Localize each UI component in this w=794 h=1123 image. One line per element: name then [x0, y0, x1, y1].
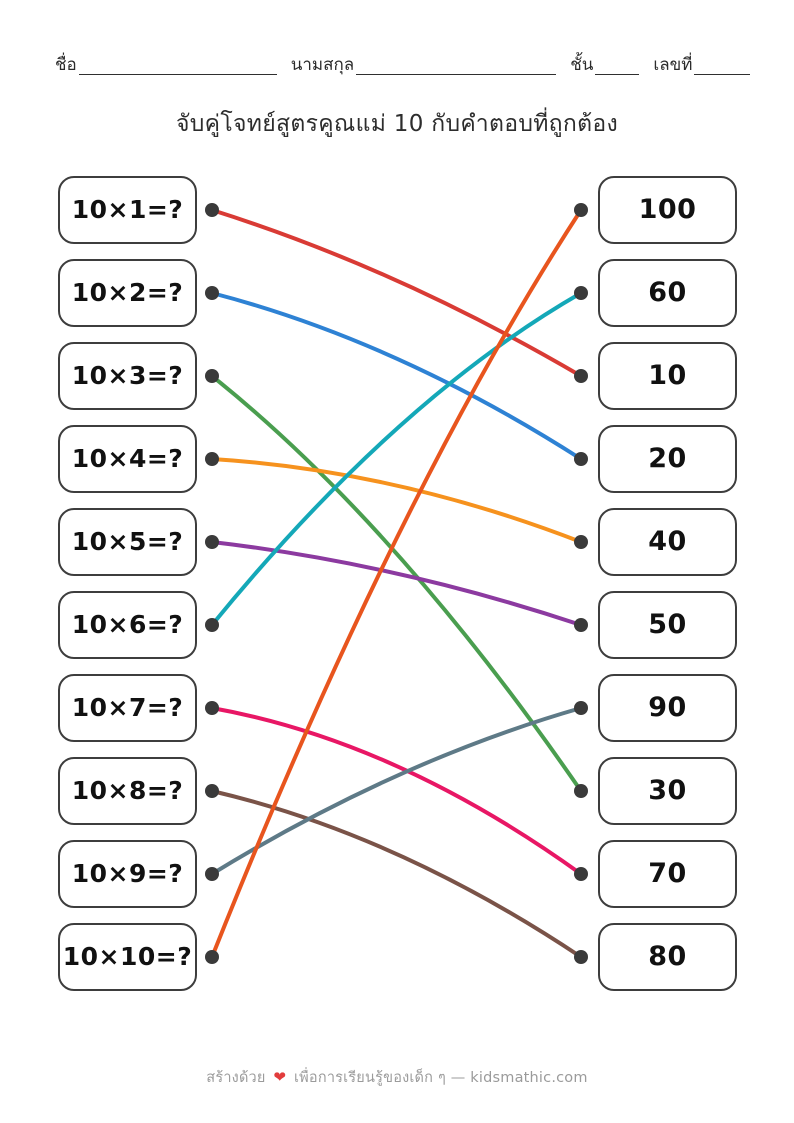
connector-dot-left	[205, 950, 219, 964]
connection-line	[210, 540, 583, 627]
problem-label: 10×7=?	[71, 692, 184, 722]
answer-label: 50	[648, 608, 687, 640]
connector-dot-right	[574, 535, 588, 549]
connection-line	[210, 789, 583, 959]
connector-dot-left	[205, 784, 219, 798]
connection-line	[210, 208, 583, 959]
problem-box: 10×10=?	[58, 923, 197, 991]
connection-line	[210, 291, 583, 627]
answer-box: 70	[598, 840, 737, 908]
answer-box: 30	[598, 757, 737, 825]
problem-label: 10×3=?	[71, 360, 184, 390]
connection-line	[210, 374, 583, 793]
problem-box: 10×2=?	[58, 259, 197, 327]
connection-line	[210, 706, 583, 876]
problem-box: 10×8=?	[58, 757, 197, 825]
problem-box: 10×6=?	[58, 591, 197, 659]
answer-label: 90	[648, 691, 687, 723]
connection-line	[210, 208, 583, 378]
connector-dot-right	[574, 784, 588, 798]
connector-dot-left	[205, 867, 219, 881]
problem-box: 10×5=?	[58, 508, 197, 576]
answer-label: 60	[648, 276, 687, 308]
answer-box: 90	[598, 674, 737, 742]
connector-dot-right	[574, 286, 588, 300]
connection-line	[210, 706, 583, 876]
connector-dot-right	[574, 452, 588, 466]
answer-label: 40	[648, 525, 687, 557]
footer-credit: สร้างด้วย ❤ เพื่อการเรียนรู้ของเด็ก ๆ — …	[0, 1066, 794, 1089]
answer-box: 100	[598, 176, 737, 244]
connector-dot-right	[574, 701, 588, 715]
answer-label: 20	[648, 442, 687, 474]
heart-icon: ❤	[273, 1068, 287, 1086]
connector-dot-left	[205, 369, 219, 383]
answer-label: 70	[648, 857, 687, 889]
problem-box: 10×9=?	[58, 840, 197, 908]
footer-suffix: เพื่อการเรียนรู้ของเด็ก ๆ — kidsmathic.c…	[294, 1070, 588, 1086]
connector-dot-left	[205, 618, 219, 632]
answer-label: 10	[648, 359, 687, 391]
name-field-label: ชื่อ	[55, 55, 77, 75]
problem-box: 10×1=?	[58, 176, 197, 244]
problem-label: 10×6=?	[71, 609, 184, 639]
connector-dot-right	[574, 867, 588, 881]
number-field-label: เลขที่	[653, 55, 693, 75]
connector-dot-left	[205, 286, 219, 300]
problem-label: 10×2=?	[71, 277, 184, 307]
connector-dot-right	[574, 950, 588, 964]
problem-label: 10×1=?	[71, 194, 184, 224]
answer-box: 50	[598, 591, 737, 659]
problem-label: 10×4=?	[71, 443, 184, 473]
connector-dot-left	[205, 203, 219, 217]
answer-box: 40	[598, 508, 737, 576]
answer-box: 10	[598, 342, 737, 410]
answer-label: 80	[648, 940, 687, 972]
answer-box: 60	[598, 259, 737, 327]
connector-dot-left	[205, 701, 219, 715]
problem-box: 10×4=?	[58, 425, 197, 493]
problem-label: 10×10=?	[62, 941, 193, 971]
class-field-line	[595, 73, 640, 75]
number-field-line	[694, 73, 751, 75]
connector-dot-right	[574, 203, 588, 217]
connector-dot-right	[574, 618, 588, 632]
name-field-line	[78, 73, 277, 75]
answer-box: 20	[598, 425, 737, 493]
footer-prefix: สร้างด้วย	[206, 1070, 266, 1086]
surname-field-line	[356, 73, 557, 75]
answer-label: 30	[648, 774, 687, 806]
class-field-label: ชั้น	[570, 55, 594, 75]
connector-dot-left	[205, 452, 219, 466]
problem-box: 10×7=?	[58, 674, 197, 742]
answer-label: 100	[638, 193, 697, 225]
answer-box: 80	[598, 923, 737, 991]
surname-field-label: นามสกุล	[290, 55, 355, 75]
page-title: จับคู่โจทย์สูตรคูณแม่ 10 กับคำตอบที่ถูกต…	[175, 111, 619, 137]
problem-label: 10×9=?	[71, 858, 184, 888]
connection-line	[210, 457, 583, 544]
connector-dot-right	[574, 369, 588, 383]
connection-line	[210, 291, 583, 461]
problem-box: 10×3=?	[58, 342, 197, 410]
problem-label: 10×8=?	[71, 775, 184, 805]
problem-label: 10×5=?	[71, 526, 184, 556]
header-fields: ชื่อ นามสกุล ชั้น เลขที่	[55, 54, 755, 78]
connector-dot-left	[205, 535, 219, 549]
